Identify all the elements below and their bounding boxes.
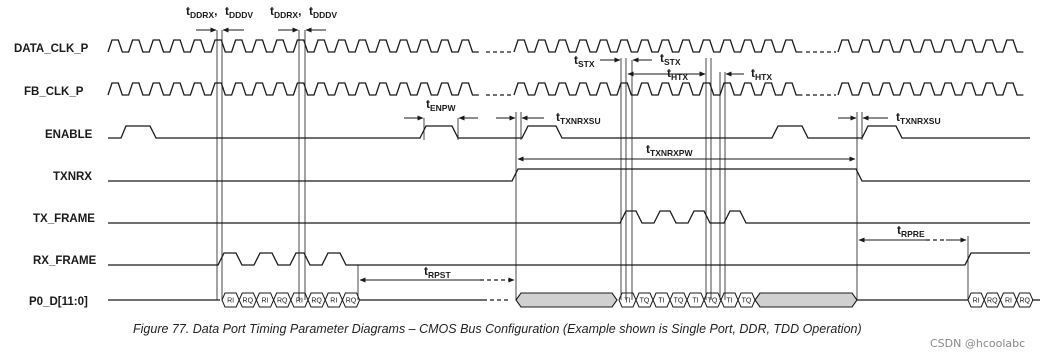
t-htx-label-1: tHTX <box>667 66 688 82</box>
tx-data-cell-label: TQ <box>674 298 684 305</box>
t-txnrxsu-label-1: tTXNRXSU <box>556 110 601 126</box>
t-ddrx-label-2: tDDRX, <box>270 4 301 20</box>
tx-data-cell-label: TQ <box>742 298 752 305</box>
rx-data-cell-label: RI <box>330 298 337 305</box>
rx-data-cell-label: RQ <box>243 298 254 305</box>
watermark: CSDN @hcoolabc <box>930 337 1025 350</box>
p0-d-label: P0_D[11:0] <box>29 296 88 308</box>
t-txnrxsu-label-2: tTXNRXSU <box>896 110 941 126</box>
tx-frame-label: TX_FRAME <box>33 213 95 225</box>
tx-data-cell-label: TI <box>624 298 630 305</box>
rx-data-cell <box>341 292 361 308</box>
enable-waveform <box>108 125 1030 139</box>
tx-data-cell-label: TQ <box>640 298 650 305</box>
t-dddv-label-2: tDDDV <box>309 4 337 20</box>
t-enpw-label: tENPW <box>426 97 456 113</box>
data-clk-waveform <box>107 39 1024 53</box>
rx-data-cell-label: RQ <box>1019 298 1030 305</box>
t-dddv-label-1: tDDDV <box>225 4 253 20</box>
guide-lines <box>216 30 969 300</box>
rx-data-cell-label: RI <box>973 298 980 305</box>
fb-clk-label: FB_CLK_P <box>24 86 84 98</box>
t-rpst-label: tRPST <box>424 264 451 280</box>
p0-d-bus: RI RQ RI RQ RI RQ RI RQ TI TQ TI TQ TI TQ TI TQ RI RQ RI… <box>108 292 1040 308</box>
fb-clk-waveform <box>107 82 1024 96</box>
rx-data-cell-label: RI <box>262 298 269 305</box>
figure-caption: Figure 77. Data Port Timing Parameter Di… <box>133 322 862 336</box>
rx-data-cell-label: RI <box>296 298 303 305</box>
t-stx-label-1: tSTX <box>574 53 595 69</box>
t-htx-label-2: tHTX <box>751 66 772 82</box>
t-rpre-label: tRPRE <box>897 223 925 239</box>
rx-data-cell-label: RI <box>227 298 234 305</box>
tx-data-cell-label: TQ <box>708 298 718 305</box>
rx-frame-waveform <box>108 252 1030 266</box>
rx-data-cell-label: RQ <box>311 298 322 305</box>
rx-data-cell-label: RQ <box>987 298 998 305</box>
txnrx-waveform <box>108 168 1030 182</box>
t-ddrx-label-1: tDDRX, <box>186 4 217 20</box>
tx-data-cell-label: TI <box>726 298 732 305</box>
txnrx-label: TXNRX <box>53 171 92 183</box>
tx-data-cell-label: TI <box>658 298 664 305</box>
t-txnrxpw-label: tTXNRXPW <box>646 142 693 158</box>
rx-data-cell-label: RQ <box>277 298 288 305</box>
data-clk-label: DATA_CLK_P <box>14 43 89 55</box>
tx-data-cell-label: TI <box>692 298 698 305</box>
rx-frame-label: RX_FRAME <box>33 255 97 267</box>
dimension-arrows <box>196 27 967 283</box>
rx-data-cell-label: RQ <box>346 298 357 305</box>
enable-label: ENABLE <box>45 129 93 141</box>
tx-frame-waveform <box>108 210 1030 224</box>
rx-data-cell-label: RI <box>1005 298 1012 305</box>
t-stx-label-2: tSTX <box>660 51 681 67</box>
